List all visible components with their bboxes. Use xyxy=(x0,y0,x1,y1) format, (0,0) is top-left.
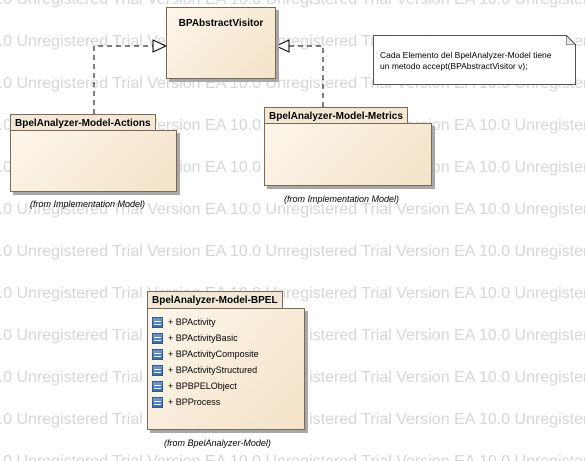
note-fold-icon xyxy=(566,35,576,45)
watermark-line: EA 10.0 Unregistered Trial Version EA 10… xyxy=(0,285,585,302)
watermark-line: EA 10.0 Unregistered Trial Version EA 10… xyxy=(0,453,585,461)
package-caption: (from BpelAnalyzer-Model) xyxy=(164,438,271,448)
class-icon xyxy=(152,396,163,408)
class-icon xyxy=(152,316,163,328)
package-member[interactable]: + BPActivityBasic xyxy=(152,331,238,345)
member-label: + BPProcess xyxy=(168,397,221,407)
package-member[interactable]: + BPActivityStructured xyxy=(152,363,257,377)
arrowhead-icon xyxy=(152,39,168,53)
member-label: + BPActivityBasic xyxy=(168,333,238,343)
watermark-line: EA 10.0 Unregistered Trial Version EA 10… xyxy=(0,0,585,9)
member-label: + BPActivityComposite xyxy=(168,349,259,359)
member-label: + BPBPELObject xyxy=(168,381,237,391)
package-caption: (from Implementation Model) xyxy=(30,199,146,209)
realization-connector-actions[interactable] xyxy=(93,39,168,114)
class-icon xyxy=(152,364,163,376)
package-tab-actions: BpelAnalyzer-Model-Actions xyxy=(10,114,156,131)
class-icon xyxy=(152,380,163,392)
package-member[interactable]: + BPBPELObject xyxy=(152,379,237,393)
package-actions[interactable] xyxy=(10,130,177,192)
package-member[interactable]: + BPActivityComposite xyxy=(152,347,259,361)
package-member[interactable]: + BPProcess xyxy=(152,395,220,409)
class-icon xyxy=(152,348,163,360)
watermark-line: EA 10.0 Unregistered Trial Version EA 10… xyxy=(0,201,585,218)
arrowhead-icon xyxy=(274,39,290,53)
class-bpabstractvisitor[interactable]: BPAbstractVisitor xyxy=(166,7,276,79)
package-name: BpelAnalyzer-Model-Actions xyxy=(15,118,151,129)
package-name: BpelAnalyzer-Model-Metrics xyxy=(269,111,403,122)
package-metrics[interactable] xyxy=(264,123,432,186)
class-name: BPAbstractVisitor xyxy=(178,18,264,29)
note[interactable]: Cada Elemento del BpelAnalyzer-Model tie… xyxy=(373,35,576,85)
note-text-line: Cada Elemento del BpelAnalyzer-Model tie… xyxy=(380,50,552,60)
package-name: BpelAnalyzer-Model-BPEL xyxy=(152,295,278,306)
package-caption: (from Implementation Model) xyxy=(284,194,400,204)
package-bpel[interactable]: + BPActivity + BPActivityBasic + BPActiv… xyxy=(147,308,305,430)
package-tab-bpel: BpelAnalyzer-Model-BPEL xyxy=(147,291,283,308)
note-text-line: un metodo accept(BPAbstractVisitor v); xyxy=(380,61,528,71)
member-label: + BPActivity xyxy=(168,317,216,327)
class-icon xyxy=(152,332,163,344)
watermark-line: EA 10.0 Unregistered Trial Version EA 10… xyxy=(0,243,585,260)
package-tab-metrics: BpelAnalyzer-Model-Metrics xyxy=(264,107,408,124)
realization-connector-metrics[interactable] xyxy=(274,39,324,107)
package-member[interactable]: + BPActivity xyxy=(152,315,216,329)
member-label: + BPActivityStructured xyxy=(168,365,258,375)
